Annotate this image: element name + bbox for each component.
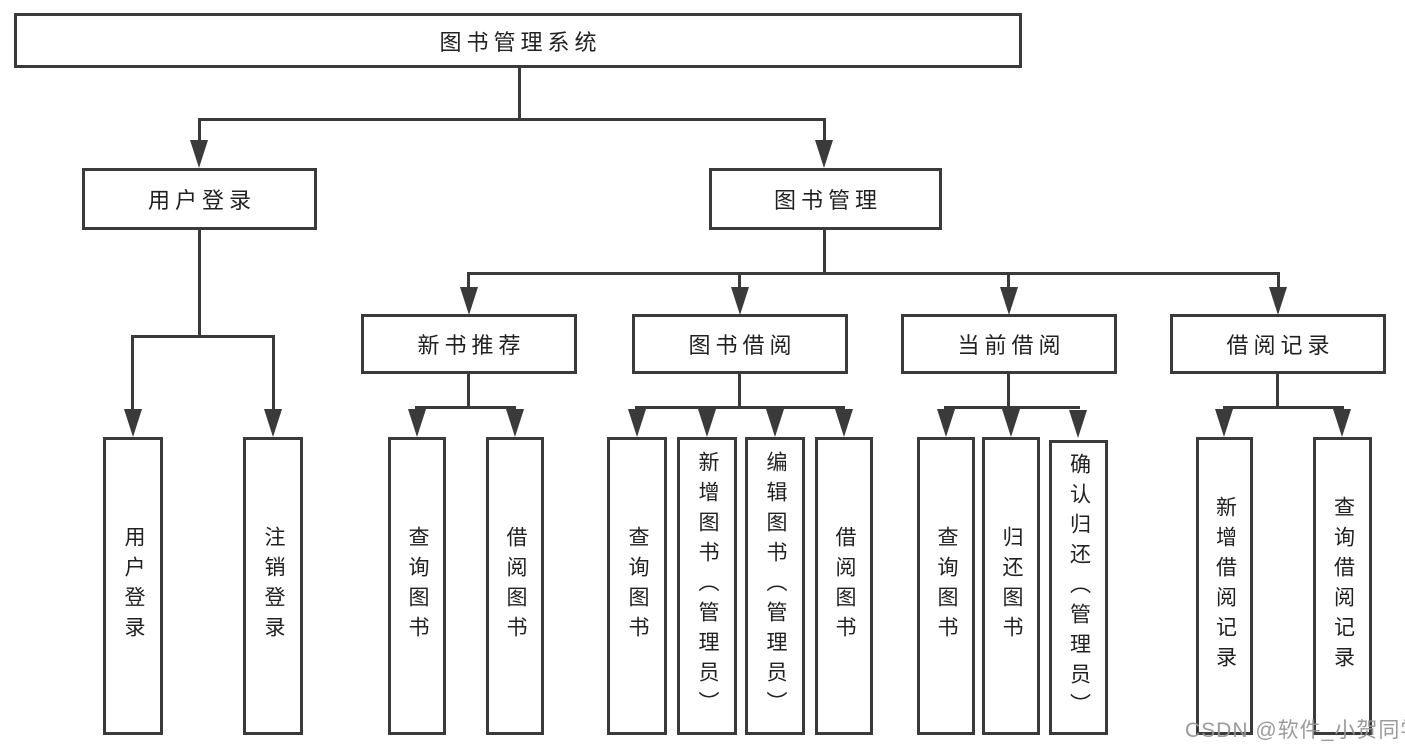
connector-line — [467, 374, 470, 406]
connector-line — [518, 68, 521, 118]
node-current-query-books: 查询图书 — [917, 437, 975, 735]
node-add-book-admin: 新增图书（管理员） — [677, 437, 737, 735]
node-label: 图书管理 — [773, 188, 882, 213]
connector-line — [198, 118, 826, 121]
node-borrowing-borrow-books: 借阅图书 — [815, 437, 873, 735]
arrow-down-icon — [937, 409, 955, 437]
connector-line — [131, 335, 274, 338]
node-label: 新增借阅记录 — [1213, 496, 1237, 676]
connector-line — [738, 374, 741, 406]
node-label: 当前借阅 — [957, 333, 1066, 358]
connector-line — [823, 118, 826, 142]
connector-line — [467, 272, 1280, 275]
arrow-down-icon — [190, 140, 208, 168]
node-label: 图书借阅 — [688, 333, 797, 358]
connector-line — [1007, 272, 1010, 289]
arrow-down-icon — [1000, 287, 1018, 315]
node-current-borrowing: 当前借阅 — [901, 314, 1117, 374]
arrow-down-icon — [506, 409, 524, 437]
connector-line — [415, 406, 516, 409]
node-user-login-leaf: 用户登录 — [103, 437, 163, 735]
arrow-down-icon — [1215, 409, 1233, 437]
arrow-down-icon — [628, 409, 646, 437]
connector-line — [944, 406, 1080, 409]
arrow-down-icon — [124, 409, 142, 437]
node-label: 注销登录 — [262, 526, 285, 646]
node-user-login: 用户登录 — [82, 168, 317, 230]
arrow-down-icon — [408, 409, 426, 437]
node-label: 新书推荐 — [417, 333, 526, 358]
connector-line — [1277, 272, 1280, 289]
node-confirm-return-admin: 确认归还（管理员） — [1049, 440, 1108, 735]
node-logout: 注销登录 — [243, 437, 303, 735]
node-label: 借阅图书 — [504, 526, 527, 646]
arrow-down-icon — [1002, 409, 1020, 437]
node-query-borrow-record: 查询借阅记录 — [1313, 437, 1372, 735]
arrow-down-icon — [698, 409, 716, 437]
connector-line — [738, 272, 741, 289]
node-label: 借阅图书 — [833, 526, 856, 646]
node-recommend-borrow-books: 借阅图书 — [486, 437, 544, 735]
connector-line — [823, 230, 826, 272]
connector-line — [1276, 374, 1279, 406]
connector-line — [1223, 406, 1344, 409]
connector-line — [635, 406, 845, 409]
node-recommend-query-books: 查询图书 — [388, 437, 446, 735]
connector-line — [467, 272, 470, 289]
node-label: 查询图书 — [626, 526, 649, 646]
node-label: 借阅记录 — [1226, 333, 1335, 358]
node-book-borrowing: 图书借阅 — [632, 314, 848, 374]
arrow-down-icon — [1333, 409, 1351, 437]
node-library-management-system: 图书管理系统 — [14, 13, 1022, 68]
connector-line — [272, 335, 275, 411]
csdn-watermark: CSDN @软件_小贺同学 — [1185, 719, 1405, 742]
node-label: 查询图书 — [935, 526, 958, 646]
node-label: 确认归还（管理员） — [1067, 452, 1091, 723]
node-label: 用户登录 — [147, 188, 256, 213]
arrow-down-icon — [835, 409, 853, 437]
node-label: 归还图书 — [1000, 526, 1023, 646]
connector-line — [198, 230, 201, 335]
arrow-down-icon — [1069, 410, 1087, 438]
node-new-book-recommend: 新书推荐 — [361, 314, 577, 374]
connector-line — [198, 118, 201, 142]
arrow-down-icon — [731, 287, 749, 315]
connector-line — [131, 335, 134, 411]
arrow-down-icon — [460, 287, 478, 315]
arrow-down-icon — [264, 409, 282, 437]
connector-line — [1007, 374, 1010, 406]
node-return-books: 归还图书 — [982, 437, 1040, 735]
node-book-management: 图书管理 — [709, 168, 942, 230]
node-add-borrow-record: 新增借阅记录 — [1196, 437, 1253, 735]
node-borrowing-query-books: 查询图书 — [607, 437, 667, 735]
node-label: 查询借阅记录 — [1331, 496, 1355, 676]
node-label: 新增图书（管理员） — [696, 451, 719, 721]
node-label: 编辑图书（管理员） — [764, 451, 787, 721]
node-label: 查询图书 — [406, 526, 429, 646]
node-edit-book-admin: 编辑图书（管理员） — [745, 437, 805, 735]
arrow-down-icon — [766, 409, 784, 437]
node-label: 图书管理系统 — [439, 29, 602, 55]
node-borrowing-records: 借阅记录 — [1170, 314, 1386, 374]
arrow-down-icon — [1269, 287, 1287, 315]
arrow-down-icon — [815, 140, 833, 168]
node-label: 用户登录 — [122, 526, 145, 646]
